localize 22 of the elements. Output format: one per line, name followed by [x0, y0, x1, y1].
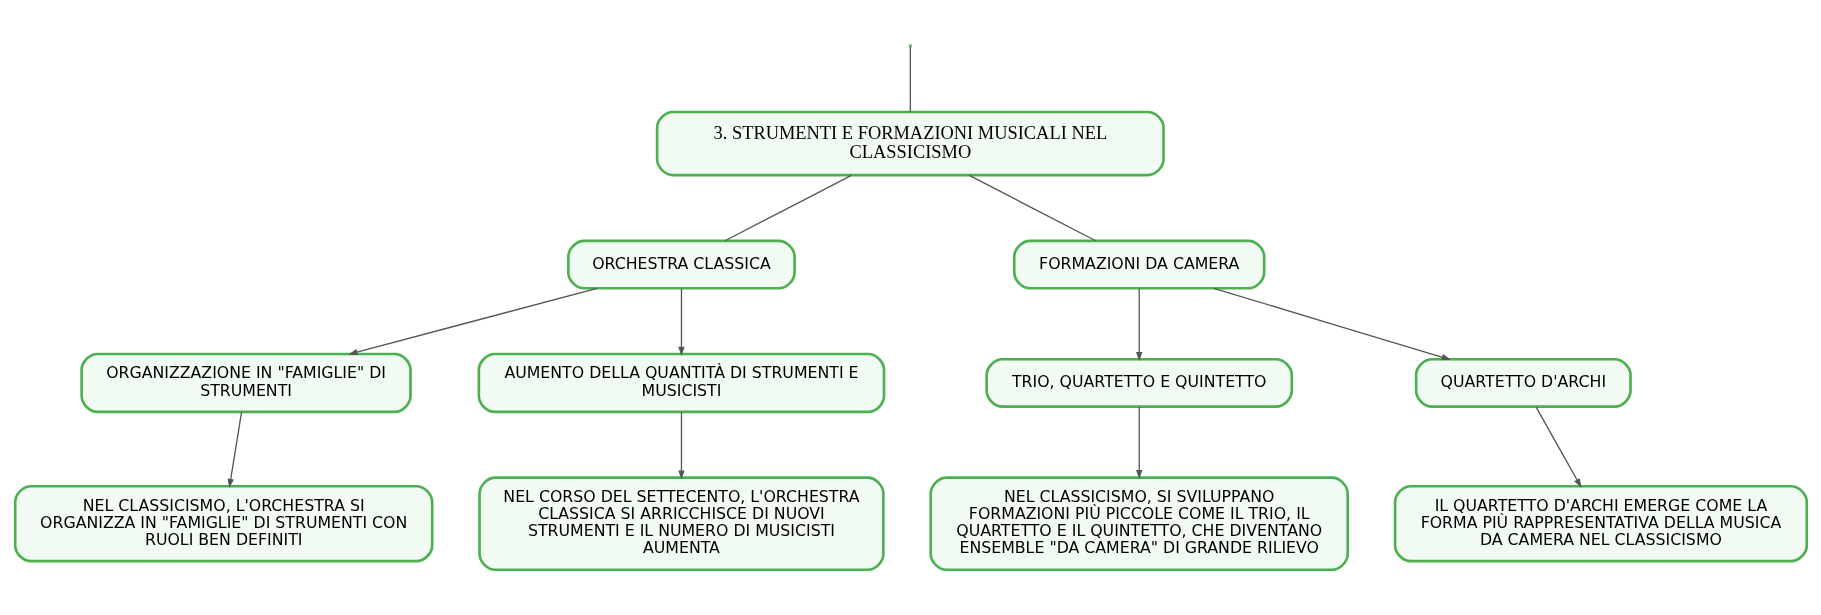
node-box: ORCHESTRA CLASSICA: [566, 239, 796, 290]
connector: [723, 174, 852, 242]
node-box: IL QUARTETTO D'ARCHI EMERGE COME LA FORMA PIÙ RAPPRESENTATIVA DELLA MUSICA DA CAMERA NEL CLASSICISMO: [1393, 484, 1808, 563]
node-box: NEL CLASSICISMO, L'ORCHESTRA SI ORGANIZZA IN "FAMIGLIE" DI STRUMENTI CON RUOLI BEN DEFINITI: [13, 484, 433, 563]
connector: [909, 45, 911, 113]
node-box: FORMAZIONI DA CAMERA: [1012, 239, 1265, 290]
node-box: 3. STRUMENTI E FORMAZIONI MUSICALI NEL CLASSICISMO: [655, 110, 1165, 177]
arrow: [1135, 288, 1142, 362]
arrow: [227, 411, 242, 489]
node-box: NEL CLASSICISMO, SI SVILUPPANO FORMAZIONI PIÙ PICCOLE COME IL TRIO, IL QUARTETTO E IL QUINTETTO, CHE DIVENTANO ENSEMBLE "DA CAMERA" DI GRANDE RILIEVO: [928, 476, 1349, 572]
node-box: ORGANIZZAZIONE IN "FAMIGLIE" DI STRUMENTI: [79, 352, 412, 414]
connector: [968, 174, 1096, 242]
arrow: [677, 288, 685, 356]
arrow: [1534, 406, 1581, 488]
arrow: [347, 287, 598, 356]
node-box: TRIO, QUARTETTO E QUINTETTO: [984, 357, 1293, 408]
node-box: NEL CORSO DEL SETTECENTO, L'ORCHESTRA CLASSICA SI ARRICCHISCE DI NUOVI STRUMENTI E IL NUMERO DI MUSICISTI AUMENTA: [477, 476, 885, 572]
node-box: QUARTETTO D'ARCHI: [1414, 357, 1632, 408]
arrow: [1135, 406, 1142, 480]
node-box: AUMENTO DELLA QUANTITÀ DI STRUMENTI E MUSICISTI: [477, 352, 885, 414]
arrow: [677, 411, 685, 480]
arrow: [1212, 287, 1451, 361]
